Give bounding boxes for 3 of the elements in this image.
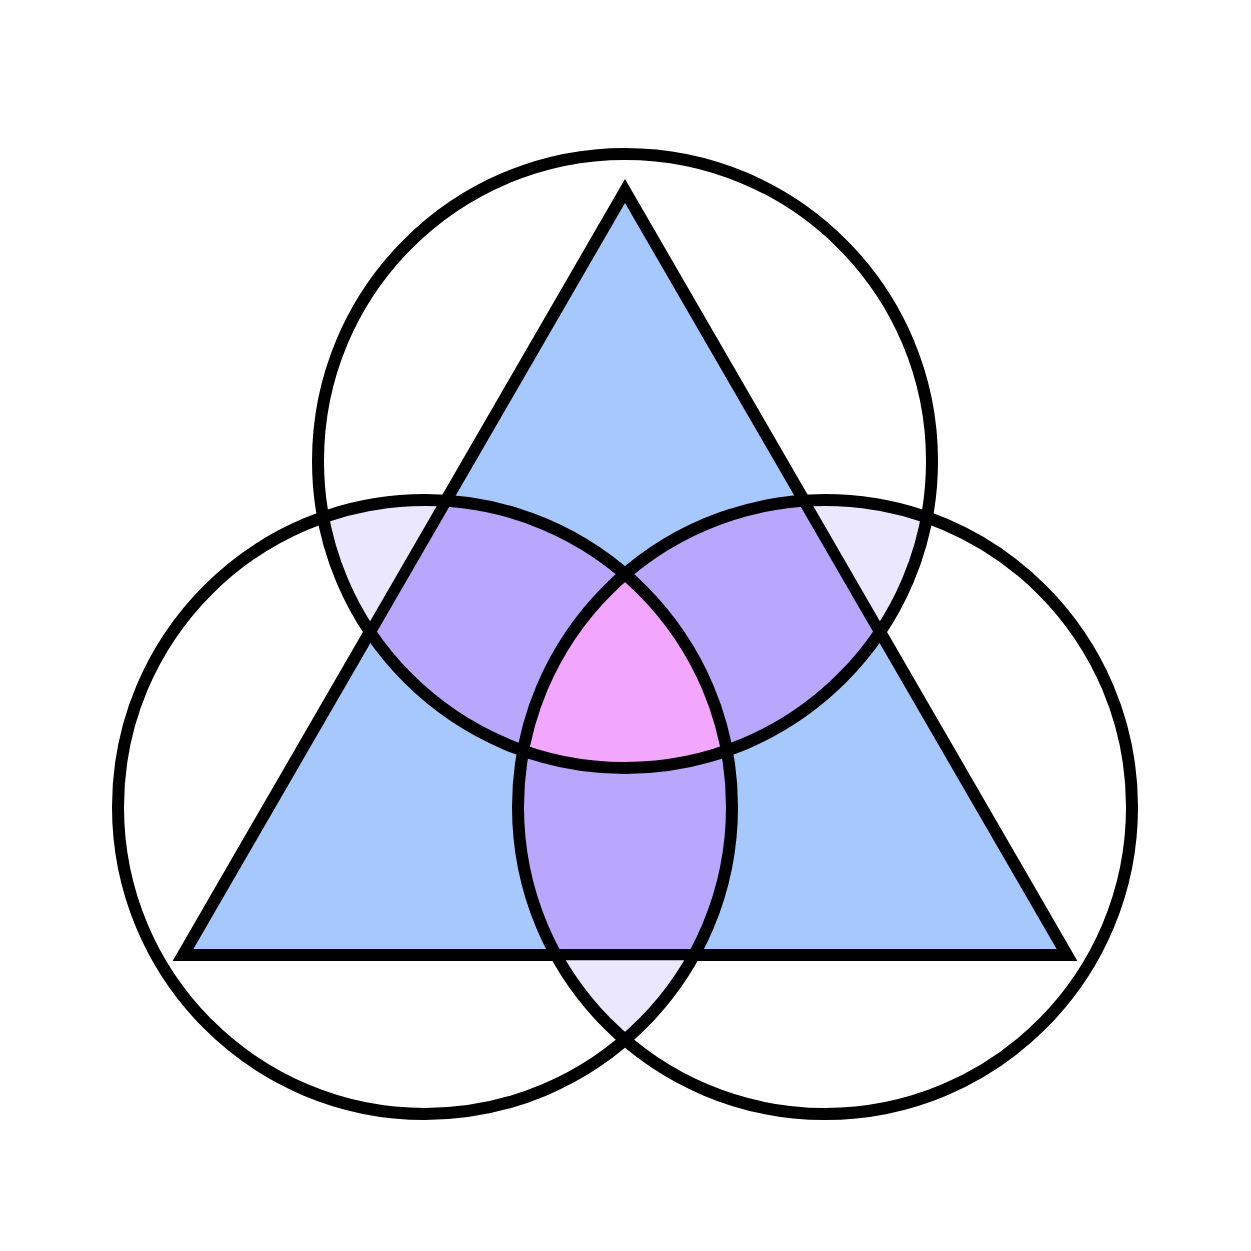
- circle: [312, 148, 938, 774]
- circle: [112, 494, 738, 1120]
- circle: [512, 494, 1138, 1120]
